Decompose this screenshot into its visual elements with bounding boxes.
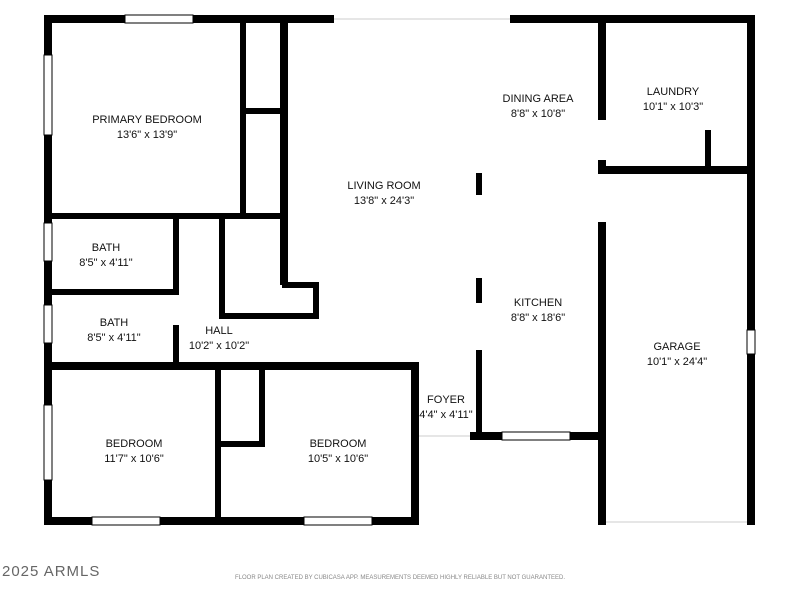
wall-hall-closet-bottom: [219, 313, 319, 319]
wall-bedroom2-closet: [259, 365, 265, 445]
room-name: DINING AREA: [502, 93, 574, 105]
window-primary-top: [124, 14, 194, 24]
room-dims: 8'5" x 4'11": [79, 257, 133, 269]
wall-garage-left-lower: [598, 432, 606, 525]
room-name: BEDROOM: [309, 438, 367, 450]
wall-bath-divider: [44, 289, 179, 295]
room-name: HALL: [205, 325, 233, 337]
room-dining-area: DINING AREA 8'8" x 10'8": [503, 92, 574, 122]
window-bath1: [43, 222, 53, 262]
room-primary-bedroom: PRIMARY BEDROOM 13'6" x 13'9": [92, 113, 202, 143]
window-garage: [746, 329, 756, 355]
window-primary-left: [43, 54, 53, 136]
wall-laundry-left: [598, 15, 606, 120]
wall-primary-bottom: [44, 213, 284, 219]
wall-bath2-right: [173, 325, 179, 370]
room-dims: 10'2" x 10'2": [188, 340, 250, 352]
room-living-room: LIVING ROOM 13'8" x 24'3": [347, 179, 420, 209]
room-dims: 10'5" x 10'6": [307, 453, 369, 465]
wall-hall-closet-left: [219, 213, 225, 317]
window-bedroom2-bottom: [303, 516, 373, 526]
wall-bath1-right: [173, 213, 179, 295]
windows: [43, 14, 756, 526]
wall-hall-closet-right: [313, 282, 319, 319]
room-name: LAUNDRY: [646, 86, 700, 98]
room-name: GARAGE: [653, 341, 701, 353]
window-bedroom1-bottom: [91, 516, 161, 526]
room-name: PRIMARY BEDROOM: [92, 114, 202, 126]
room-dims: 13'6" x 13'9": [116, 129, 178, 141]
room-dims: 10'1" x 10'3": [642, 101, 704, 113]
wall-laundry-nook: [705, 130, 711, 170]
room-kitchen: KITCHEN 8'8" x 18'6": [511, 296, 565, 326]
room-hall: HALL 10'2" x 10'2": [189, 324, 249, 354]
wall-top-right: [510, 15, 755, 23]
wall-garage-left: [598, 222, 606, 437]
kitchen-post-2: [476, 278, 482, 303]
room-dims: 13'8" x 24'3": [353, 195, 415, 207]
room-dims: 10'1" x 24'4": [646, 356, 708, 368]
room-dims: 8'5" x 4'11": [87, 332, 141, 344]
room-garage: GARAGE 10'1" x 24'4": [647, 340, 707, 370]
window-bath2: [43, 304, 53, 344]
wall-hall-closet-top: [282, 282, 319, 288]
room-dims: 4'4" x 4'11": [419, 409, 473, 421]
room-bath-1: BATH 8'5" x 4'11": [79, 241, 132, 271]
room-foyer: FOYER 4'4" x 4'11": [419, 393, 472, 423]
kitchen-wall: [476, 350, 482, 440]
wall-right: [747, 15, 755, 525]
wall-garage-top: [598, 166, 755, 174]
room-dims: 8'8" x 18'6": [510, 312, 566, 324]
room-bath-2: BATH 8'5" x 4'11": [87, 316, 140, 346]
room-bedroom-2: BEDROOM 10'5" x 10'6": [308, 437, 368, 467]
disclaimer-text: FLOOR PLAN CREATED BY CUBICASA APP. MEAS…: [235, 575, 565, 581]
wall-bedrooms-top: [44, 362, 419, 370]
kitchen-post: [476, 173, 482, 195]
wall-bedroom2-right: [411, 365, 419, 525]
room-bedroom-1: BEDROOM 11'7" x 10'6": [104, 437, 164, 467]
room-name: BATH: [91, 242, 121, 254]
room-name: KITCHEN: [513, 297, 563, 309]
room-dims: 11'7" x 10'6": [104, 453, 164, 465]
room-laundry: LAUNDRY 10'1" x 10'3": [643, 85, 703, 115]
wall-bedroom-closet-shelf: [215, 441, 265, 447]
openings: [334, 18, 747, 523]
wall-bottom-left: [44, 517, 419, 525]
room-name: FOYER: [427, 394, 465, 406]
room-dims: 8'8" x 10'8": [510, 108, 566, 120]
room-name: BATH: [99, 317, 129, 329]
window-kitchen: [501, 431, 571, 441]
window-bedroom1-left: [43, 404, 53, 481]
wall-closet: [240, 15, 246, 215]
wall-closet-shelf: [244, 108, 284, 114]
copyright-text: 2025 ARMLS: [2, 563, 101, 580]
wall-living-left: [280, 15, 288, 285]
room-name: LIVING ROOM: [347, 180, 421, 192]
wall-left: [44, 15, 52, 525]
room-name: BEDROOM: [105, 438, 163, 450]
